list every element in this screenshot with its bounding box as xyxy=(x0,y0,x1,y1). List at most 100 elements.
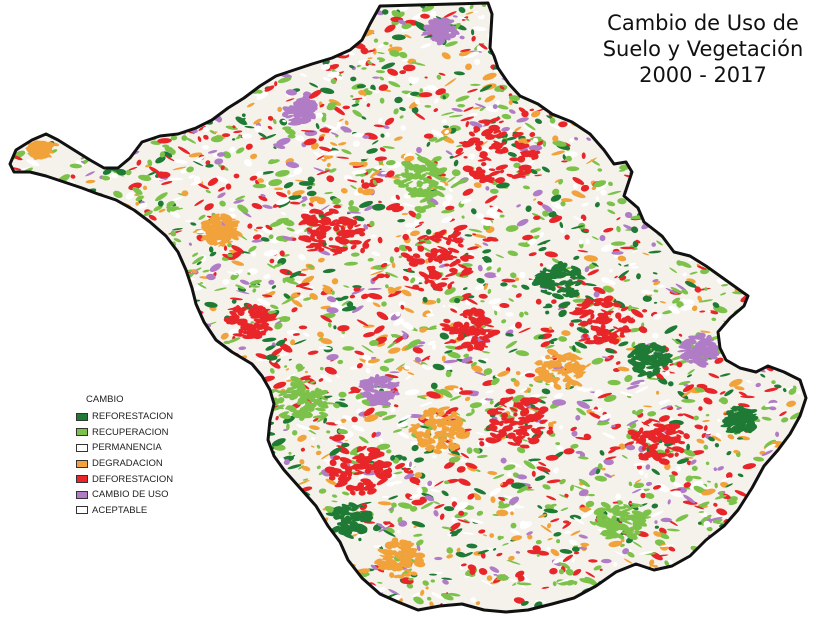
land-cover-patch xyxy=(165,545,178,551)
land-cover-patch xyxy=(17,327,25,334)
land-cover-patch xyxy=(113,560,123,568)
land-cover-patch xyxy=(70,174,76,179)
land-cover-patch xyxy=(34,419,50,426)
land-cover-patch xyxy=(554,100,562,107)
land-cover-patch xyxy=(306,3,312,9)
land-cover-patch xyxy=(652,124,665,133)
land-cover-patch xyxy=(326,175,335,183)
land-cover-patch xyxy=(116,17,130,25)
land-cover-patch xyxy=(366,148,378,154)
land-cover-patch xyxy=(551,46,562,53)
land-cover-patch xyxy=(170,124,185,128)
land-cover-patch xyxy=(38,259,48,264)
land-cover-patch xyxy=(571,78,578,84)
land-cover-patch xyxy=(546,495,557,501)
land-cover-patch xyxy=(241,430,250,435)
land-cover-patch xyxy=(234,78,242,85)
land-cover-patch xyxy=(654,520,658,524)
land-cover-patch xyxy=(800,605,806,610)
land-cover-patch xyxy=(166,553,173,560)
land-cover-patch xyxy=(18,558,31,567)
land-cover-patch xyxy=(694,117,709,124)
land-cover-patch xyxy=(753,258,760,264)
land-cover-patch xyxy=(723,151,731,157)
land-cover-patch xyxy=(303,588,316,596)
land-cover-patch xyxy=(559,27,574,35)
land-cover-patch xyxy=(34,184,50,191)
land-cover-patch xyxy=(10,174,11,180)
land-cover-patch xyxy=(276,574,284,580)
land-cover-patch xyxy=(797,175,803,180)
land-cover-patch xyxy=(209,483,214,491)
land-cover-patch xyxy=(10,181,23,185)
land-cover-patch xyxy=(20,485,31,493)
land-cover-patch xyxy=(214,287,227,291)
land-cover-patch xyxy=(172,314,186,319)
land-cover-patch xyxy=(11,209,22,213)
land-cover-patch xyxy=(216,477,229,484)
land-cover-patch xyxy=(140,536,145,541)
land-cover-patch xyxy=(28,77,40,82)
land-cover-patch xyxy=(30,92,38,97)
land-cover-patch xyxy=(332,17,341,22)
land-cover-patch xyxy=(373,165,383,171)
land-cover-patch xyxy=(226,600,240,606)
land-cover-patch xyxy=(379,147,386,152)
land-cover-patch xyxy=(93,316,102,323)
land-cover-patch xyxy=(758,89,771,94)
land-cover-patch xyxy=(79,192,87,198)
land-cover-patch xyxy=(759,273,766,281)
land-cover-patch xyxy=(577,72,585,77)
land-cover-patch xyxy=(781,159,792,165)
land-cover-patch xyxy=(775,431,780,437)
land-cover-patch xyxy=(54,323,63,330)
land-cover-patch xyxy=(789,487,799,494)
land-cover-patch xyxy=(164,146,174,153)
land-cover-patch xyxy=(560,83,569,88)
land-cover-patch xyxy=(314,525,325,534)
land-cover-patch xyxy=(171,77,177,84)
land-cover-patch xyxy=(240,396,246,404)
land-cover-patch xyxy=(59,119,74,126)
land-cover-patch xyxy=(10,249,15,254)
land-cover-patch xyxy=(105,555,116,561)
land-cover-patch xyxy=(121,78,134,81)
land-cover-patch xyxy=(703,444,709,450)
land-cover-patch xyxy=(269,560,276,564)
land-cover-patch xyxy=(149,610,153,612)
land-cover-patch xyxy=(754,90,765,97)
land-cover-patch xyxy=(17,365,26,372)
land-cover-patch xyxy=(70,356,77,362)
land-cover-patch xyxy=(19,116,29,122)
land-cover-patch xyxy=(124,234,133,242)
land-cover-patch xyxy=(631,100,640,103)
land-cover-patch xyxy=(789,595,796,602)
land-cover-patch xyxy=(571,73,578,79)
land-cover-patch xyxy=(622,594,632,601)
land-cover-patch xyxy=(653,212,666,219)
land-cover-patch xyxy=(43,419,48,423)
land-cover-patch xyxy=(752,575,761,578)
land-cover-patch xyxy=(378,525,390,533)
land-cover-patch xyxy=(608,181,613,187)
land-cover-patch xyxy=(83,523,98,529)
land-cover-patch xyxy=(46,45,62,50)
land-cover-patch xyxy=(703,387,718,394)
land-cover-patch xyxy=(26,249,32,255)
land-cover-patch xyxy=(41,443,53,450)
land-cover-patch xyxy=(798,569,806,575)
land-cover-patch xyxy=(719,169,727,174)
land-cover-patch xyxy=(54,361,58,368)
land-cover-patch xyxy=(277,562,282,567)
land-cover-patch xyxy=(27,381,41,391)
land-cover-patch xyxy=(67,32,82,36)
land-cover-patch xyxy=(204,203,214,211)
land-cover-patch xyxy=(284,569,291,573)
land-cover-patch xyxy=(138,67,150,74)
land-cover-patch xyxy=(758,133,773,137)
land-cover-patch xyxy=(277,605,281,610)
land-cover-patch xyxy=(644,605,654,611)
land-cover-patch xyxy=(694,590,700,596)
land-cover-patch xyxy=(215,536,229,544)
land-cover-patch xyxy=(773,318,786,323)
